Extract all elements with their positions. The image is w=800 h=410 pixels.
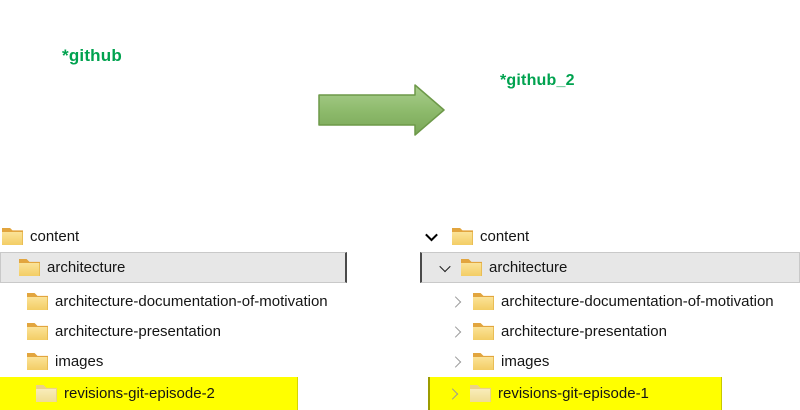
tree-row-content-right[interactable]: content — [420, 221, 529, 251]
tree-row-label: content — [480, 227, 530, 245]
folder-icon — [473, 353, 494, 371]
tree-row-revisions-git-episode-2[interactable]: revisions-git-episode-2 — [0, 377, 298, 410]
tree-row-label: architecture-presentation — [501, 323, 667, 340]
tree-row-label: revisions-git-episode-2 — [64, 385, 215, 402]
tree-row-images-right[interactable]: images — [420, 347, 549, 376]
tree-row-images-left[interactable]: images — [0, 347, 103, 376]
chevron-right-icon[interactable] — [449, 295, 463, 308]
right-repo-label: *github_2 — [500, 72, 575, 89]
tree-row-revisions-git-episode-1[interactable]: revisions-git-episode-1 — [428, 377, 722, 410]
left-repo-label: *github — [62, 46, 122, 65]
chevron-down-icon[interactable] — [439, 260, 451, 274]
tree-row-architecture-documentation-left[interactable]: architecture-documentation-of-motivation — [0, 287, 328, 316]
folder-icon — [452, 228, 473, 245]
chevron-right-icon[interactable] — [446, 387, 460, 400]
tree-row-architecture-presentation-right[interactable]: architecture-presentation — [420, 317, 667, 346]
tree-row-label: architecture — [47, 259, 126, 276]
tree-row-label: images — [55, 353, 104, 370]
folder-icon — [461, 259, 482, 277]
tree-row-label: architecture-documentation-of-motivation — [501, 293, 774, 310]
tree-row-label: images — [501, 353, 550, 370]
folder-icon — [473, 293, 494, 311]
folder-icon — [36, 385, 57, 403]
folder-icon — [27, 353, 48, 371]
folder-icon — [2, 228, 23, 245]
chevron-down-icon[interactable] — [424, 228, 438, 242]
tree-row-architecture-right[interactable]: architecture — [420, 252, 800, 283]
chevron-right-icon[interactable] — [449, 355, 463, 368]
tree-row-label: revisions-git-episode-1 — [498, 385, 649, 402]
tree-row-label: architecture-presentation — [55, 323, 221, 340]
tree-row-content-left[interactable]: content — [0, 221, 79, 251]
folder-icon — [473, 323, 494, 341]
tree-row-architecture-documentation-right[interactable]: architecture-documentation-of-motivation — [420, 287, 774, 316]
folder-icon — [27, 323, 48, 341]
folder-icon — [19, 259, 40, 277]
folder-icon — [27, 293, 48, 311]
tree-row-architecture-left[interactable]: architecture — [0, 252, 347, 283]
tree-row-architecture-presentation-left[interactable]: architecture-presentation — [0, 317, 221, 346]
chevron-right-icon[interactable] — [449, 325, 463, 338]
tree-row-label: architecture — [489, 259, 568, 276]
tree-row-label: content — [30, 227, 80, 245]
right-arrow-icon — [318, 84, 445, 136]
tree-row-label: architecture-documentation-of-motivation — [55, 293, 328, 310]
folder-icon — [470, 385, 491, 403]
